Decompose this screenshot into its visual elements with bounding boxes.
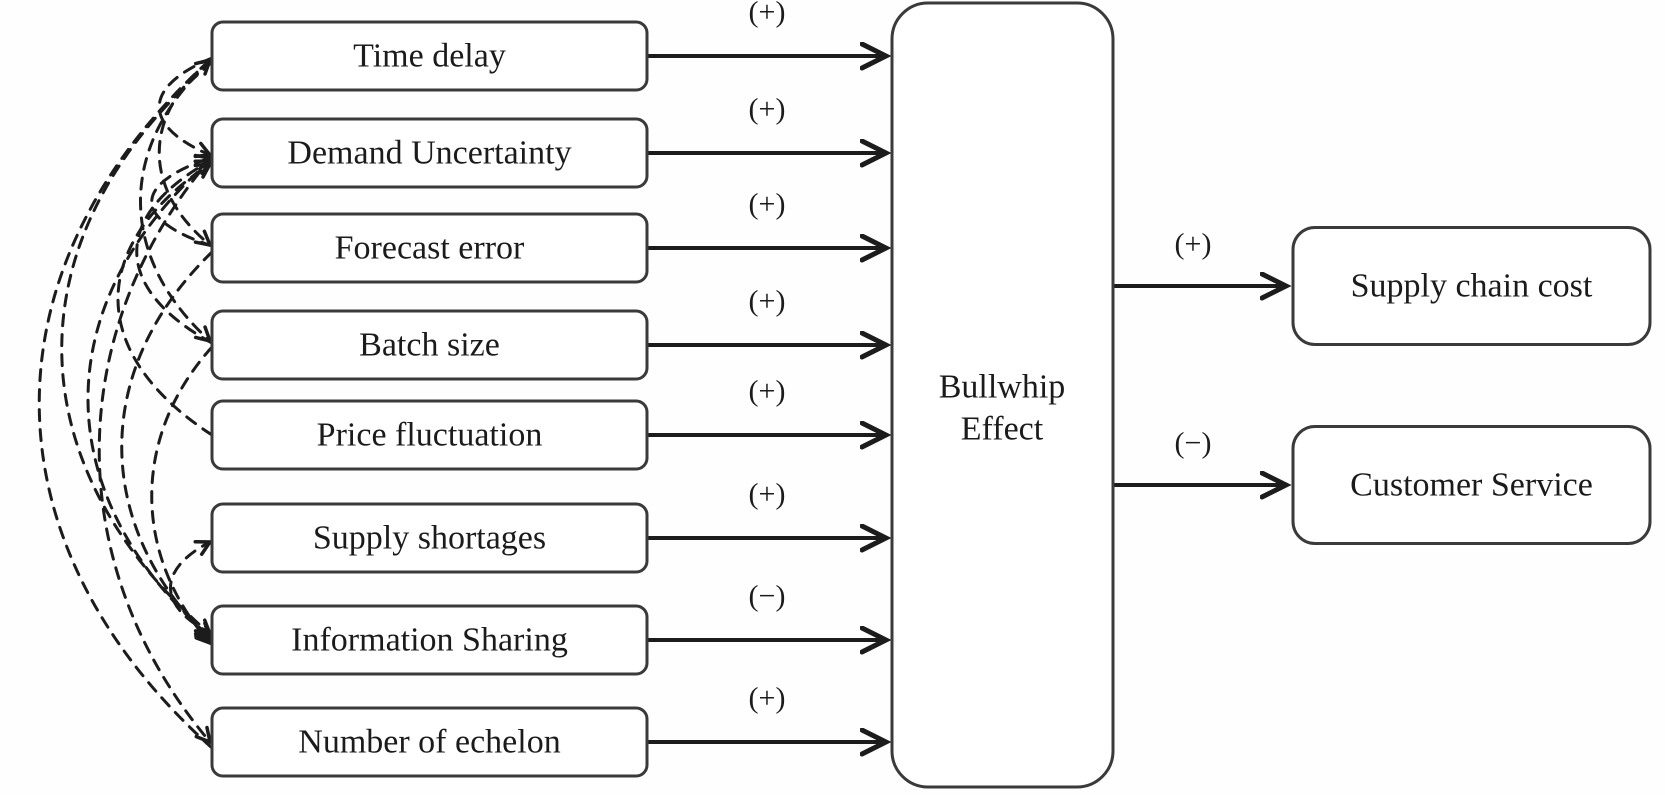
factor-box-information-sharing xyxy=(210,604,649,676)
factor-box-number-of-echelon xyxy=(210,706,649,778)
correlation-arc-time-delay-to-demand-uncertainty xyxy=(157,56,214,159)
factor-box-demand-uncertainty xyxy=(210,117,649,189)
causal-arrows-layer xyxy=(647,56,1286,742)
factor-label-number-of-echelon: Number of echelon xyxy=(298,724,560,761)
outcome-box-customer-service xyxy=(1291,425,1652,545)
sign-number-of-echelon: (+) xyxy=(749,682,786,715)
correlation-arc-price-fluctuation-to-demand-uncertainty xyxy=(116,161,214,437)
factor-box-batch-size xyxy=(210,309,649,381)
hub-label-line1: Bullwhip xyxy=(939,369,1066,406)
correlation-arc-information-sharing-to-supply-shortages xyxy=(169,540,214,636)
factor-label-price-fluctuation: Price fluctuation xyxy=(317,417,543,454)
correlation-arc-time-delay-to-forecast-error xyxy=(157,57,214,248)
correlation-arc-forecast-error-to-information-sharing xyxy=(120,250,214,643)
outcome-box-supply-chain-cost xyxy=(1291,226,1652,346)
sign-supply-shortages: (+) xyxy=(749,478,786,511)
hub-label-line2: Effect xyxy=(961,411,1044,448)
correlation-arc-time-delay-to-information-sharing xyxy=(60,60,214,637)
correlation-arc-forecast-error-to-demand-uncertainty xyxy=(150,153,214,248)
correlation-arc-demand-uncertainty-to-number-of-echelon xyxy=(97,155,214,745)
boxes-layer xyxy=(210,1,1652,789)
factor-box-supply-shortages xyxy=(210,502,649,574)
sign-supply-chain-cost: (+) xyxy=(1175,228,1212,261)
factor-label-time-delay: Time delay xyxy=(353,38,506,75)
correlation-arc-batch-size-to-demand-uncertainty xyxy=(135,159,214,345)
correlation-arcs-layer xyxy=(37,56,214,750)
labels-layer: Time delay (+) Demand Uncertainty (+) Foreca… xyxy=(287,0,1593,761)
outcome-label-supply-chain-cost: Supply chain cost xyxy=(1351,268,1593,305)
sign-time-delay: (+) xyxy=(749,0,786,29)
sign-price-fluctuation: (+) xyxy=(749,375,786,408)
factor-box-time-delay xyxy=(210,20,649,92)
factor-label-demand-uncertainty: Demand Uncertainty xyxy=(287,135,571,172)
outcome-label-customer-service: Customer Service xyxy=(1350,467,1593,504)
correlation-arc-number-of-echelon-to-time-delay xyxy=(37,57,214,750)
sign-batch-size: (+) xyxy=(749,285,786,318)
sign-demand-uncertainty: (+) xyxy=(749,93,786,126)
correlation-arc-demand-uncertainty-to-information-sharing xyxy=(86,157,214,640)
correlation-arc-batch-size-to-information-sharing xyxy=(150,345,214,646)
factor-label-information-sharing: Information Sharing xyxy=(291,622,568,659)
factor-label-supply-shortages: Supply shortages xyxy=(313,520,546,557)
hub-box-bullwhip-effect xyxy=(890,1,1115,789)
sign-forecast-error: (+) xyxy=(749,188,786,221)
sign-information-sharing: (−) xyxy=(749,580,786,613)
factor-label-forecast-error: Forecast error xyxy=(335,230,525,267)
factor-box-forecast-error xyxy=(210,212,649,284)
factor-label-batch-size: Batch size xyxy=(359,327,500,364)
sign-customer-service: (−) xyxy=(1175,427,1212,460)
factor-box-price-fluctuation xyxy=(210,399,649,471)
